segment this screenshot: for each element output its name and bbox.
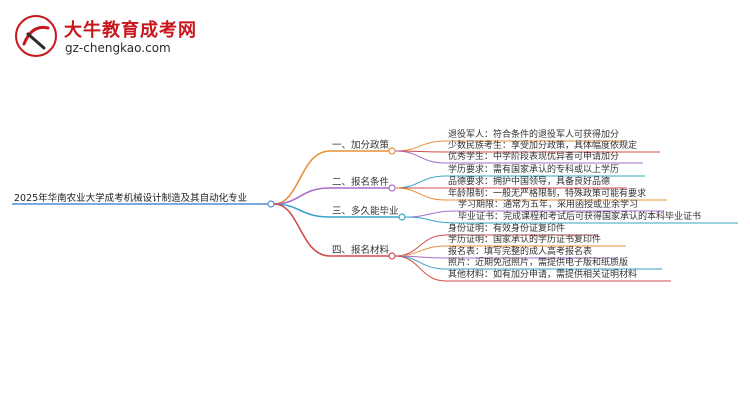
mindmap-root: 2025年华南农业大学成考机械设计制造及其自动化专业 <box>14 193 248 204</box>
leaf-other-materials: 其他材料：如有加分申请，需提供相关证明材料 <box>448 270 638 280</box>
connector-leaf-4-2 <box>394 245 447 257</box>
branch-bonus-policy: 一、加分政策 <box>332 140 390 151</box>
brand-title: 大牛教育成考网 <box>64 20 197 41</box>
leaf-veterans: 退役军人：符合条件的退役军人可获得加分 <box>448 130 620 140</box>
connector-leaf-2-3 <box>394 187 447 201</box>
branch-4-node <box>388 252 396 260</box>
root-node <box>267 200 275 208</box>
branch-1-node <box>388 147 396 155</box>
connector-leaf-1-1 <box>394 140 447 152</box>
site-logo[interactable]: 大牛教育成考网 gz-chengkao.com <box>14 14 244 60</box>
connector-leaf-4-1 <box>394 234 447 257</box>
connector-leaf-4-5 <box>394 255 447 282</box>
leaf-education-proof: 学历证明：国家承认的学历证书复印件 <box>448 235 602 245</box>
connector-branch-1 <box>273 150 331 205</box>
branch-graduation-time: 三、多久能毕业 <box>332 206 399 217</box>
logo-mark-icon <box>15 15 57 57</box>
leaf-photo: 照片：近期免冠照片，需提供电子版和纸质版 <box>448 258 629 268</box>
leaf-id-proof: 身份证明：有效身份证复印件 <box>448 224 566 234</box>
leaf-education-requirement: 学历要求：需有国家承认的专科或以上学历 <box>448 165 620 175</box>
branch-2-node <box>388 184 396 192</box>
connector-branch-3 <box>273 203 331 218</box>
leaf-ethnic-minority: 少数民族考生：享受加分政策，具体幅度依规定 <box>448 141 638 151</box>
leaf-application-form: 报名表：填写完整的成人高考报名表 <box>448 247 593 257</box>
connector-leaf-2-1 <box>394 175 447 189</box>
branch-3-node <box>398 213 406 221</box>
leaf-diploma: 毕业证书：完成课程和考试后可获得国家承认的本科毕业证书 <box>458 212 702 222</box>
brand-url: gz-chengkao.com <box>65 41 171 55</box>
leaf-study-period: 学习期限：通常为五年，采用函授或业余学习 <box>458 200 639 210</box>
branch-application-materials: 四、报名材料 <box>332 245 390 256</box>
leaf-outstanding-students: 优秀学生：中学阶段表现优异者可申请加分 <box>448 152 620 162</box>
leaf-conduct-requirement: 品德要求：拥护中国领导，具备良好品德 <box>448 177 611 187</box>
connector-branch-4 <box>273 203 331 257</box>
branch-enrollment-requirements: 二、报名条件 <box>332 177 390 188</box>
connector-leaf-3-1 <box>404 210 457 218</box>
connector-leaf-3-2 <box>404 216 457 224</box>
connector-leaf-1-3 <box>394 150 447 164</box>
leaf-age-limit: 年龄限制：一般无严格限制，特殊政策可能有要求 <box>448 189 647 199</box>
